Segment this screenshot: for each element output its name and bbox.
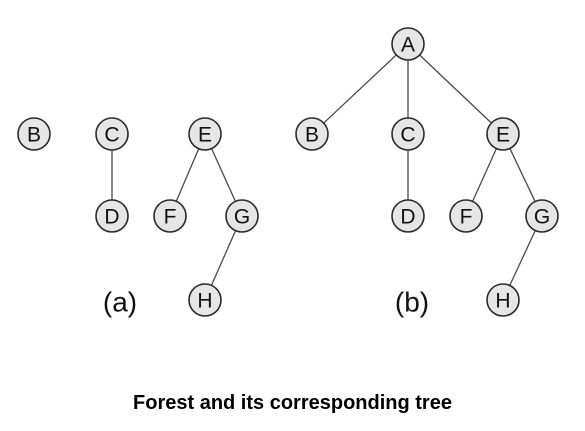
node-circle xyxy=(449,199,483,233)
node-b-b: B xyxy=(295,117,329,151)
edge-b-e-g xyxy=(509,148,536,202)
node-circle xyxy=(391,27,425,61)
node-a-c: C xyxy=(95,117,129,151)
node-label: F xyxy=(164,206,177,229)
panel-b-edges xyxy=(323,54,536,286)
node-a-h: H xyxy=(188,283,222,317)
node-b-e: E xyxy=(486,117,520,151)
panel-a-edges xyxy=(111,148,237,286)
node-a-f: F xyxy=(153,199,187,233)
node-label: H xyxy=(197,290,212,313)
node-b-d: D xyxy=(391,199,425,233)
node-circle xyxy=(486,117,520,151)
node-circle xyxy=(17,117,51,151)
node-circle xyxy=(188,283,222,317)
node-a-d: D xyxy=(95,199,129,233)
node-circle xyxy=(486,283,520,317)
node-label: A xyxy=(401,34,415,57)
edge-b-g-h xyxy=(509,230,536,286)
node-a-b: B xyxy=(17,117,51,151)
node-b-c: C xyxy=(391,117,425,151)
edge-a-g-h xyxy=(210,230,237,286)
edge-b-a-b xyxy=(323,54,397,124)
node-circle xyxy=(525,199,559,233)
node-label: E xyxy=(496,124,510,147)
panel-a-forest: B C D E F G H (a) xyxy=(17,117,259,318)
panel-a-nodes: B C D E F G H xyxy=(17,117,259,317)
node-circle xyxy=(188,117,222,151)
panel-b-tree: A B C D E F G H (b) xyxy=(295,27,559,318)
node-b-g: G xyxy=(525,199,559,233)
node-label: C xyxy=(104,124,119,147)
node-b-f: F xyxy=(449,199,483,233)
panel-b-nodes: A B C D E F G H xyxy=(295,27,559,317)
edge-b-a-e xyxy=(419,54,492,124)
node-label: G xyxy=(234,206,250,229)
node-label: D xyxy=(104,206,119,229)
node-circle xyxy=(225,199,259,233)
node-label: G xyxy=(534,206,550,229)
node-a-e: E xyxy=(188,117,222,151)
edge-b-e-f xyxy=(471,148,498,202)
node-label: E xyxy=(198,124,212,147)
node-label: B xyxy=(305,124,319,147)
node-circle xyxy=(153,199,187,233)
edge-a-e-g xyxy=(210,148,237,202)
node-label: B xyxy=(27,124,41,147)
figure-caption: Forest and its corresponding tree xyxy=(133,392,452,414)
node-label: H xyxy=(495,290,510,313)
node-circle xyxy=(391,117,425,151)
node-label: F xyxy=(460,206,473,229)
node-circle xyxy=(295,117,329,151)
edge-a-e-f xyxy=(175,148,200,202)
node-a-g: G xyxy=(225,199,259,233)
node-circle xyxy=(95,117,129,151)
node-circle xyxy=(95,199,129,233)
panel-a-label: (a) xyxy=(103,287,137,318)
node-circle xyxy=(391,199,425,233)
node-label: D xyxy=(400,206,415,229)
panel-b-label: (b) xyxy=(395,287,429,318)
node-b-h: H xyxy=(486,283,520,317)
node-b-a: A xyxy=(391,27,425,61)
node-label: C xyxy=(400,124,415,147)
